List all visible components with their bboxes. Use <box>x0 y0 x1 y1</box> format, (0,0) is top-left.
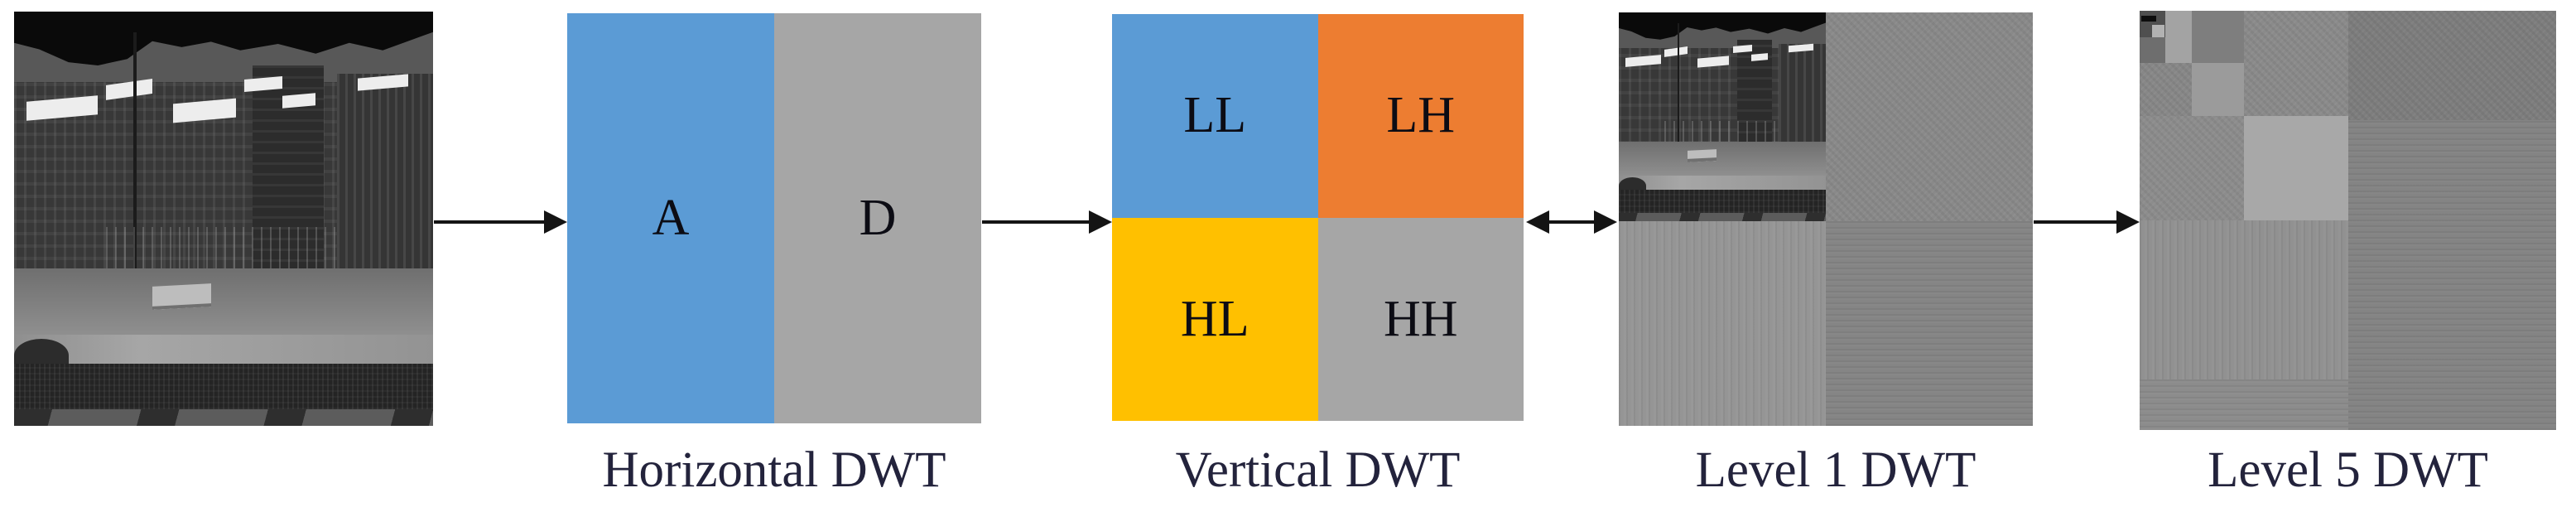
horizontal-dwt-box: A D <box>567 13 981 423</box>
infrared-scene <box>14 12 433 426</box>
level5-dwt-image <box>2140 11 2556 430</box>
l5-ll5-light-dot <box>2152 25 2165 38</box>
ll-quadrant: LL <box>1112 14 1318 218</box>
hl-label: HL <box>1180 290 1249 347</box>
arrow-double-icon <box>1526 210 1617 234</box>
l5-band2-light-column <box>2165 11 2192 64</box>
l5-band3-bottom-right <box>2191 63 2244 116</box>
l5-band4-bottom-right <box>2243 115 2348 220</box>
level1-approximation-thumbnail <box>1619 12 1826 221</box>
vertical-dwt-caption: Vertical DWT <box>1175 442 1461 498</box>
arrow-right-icon <box>434 210 567 234</box>
l1-detail-bottom-left <box>1619 220 1826 426</box>
hh-label: HH <box>1383 290 1458 347</box>
hh-quadrant: HH <box>1317 217 1524 421</box>
detail-panel: D <box>774 13 981 423</box>
approximation-panel: A <box>567 13 774 423</box>
l5-right-top-speckle <box>2347 11 2556 120</box>
l5-bottom-left-base <box>2140 379 2348 430</box>
horizontal-dwt-caption: Horizontal DWT <box>602 442 946 498</box>
approximation-label: A <box>652 190 690 246</box>
l5-band2-dark-block <box>2140 36 2166 64</box>
level1-dwt-caption: Level 1 DWT <box>1695 442 1977 498</box>
level1-dwt-image <box>1619 12 2033 426</box>
input-image <box>14 12 433 426</box>
l5-band4-top-right <box>2243 11 2348 116</box>
l1-detail-bottom-right <box>1826 220 2033 426</box>
lh-quadrant: LH <box>1317 14 1524 218</box>
arrow-right-icon <box>2034 210 2140 234</box>
l5-ll5-black-dash <box>2141 16 2157 22</box>
level5-dwt-caption: Level 5 DWT <box>2208 442 2488 498</box>
l5-band3-bottom-left <box>2140 63 2192 116</box>
l5-band3-top-right <box>2191 11 2244 64</box>
l5-band4-bottom-left <box>2140 115 2244 220</box>
lh-label: LH <box>1386 87 1456 144</box>
arrow-right-icon <box>982 210 1112 234</box>
vertical-dwt-box: LL LH HL HH <box>1112 14 1524 421</box>
ll-label: LL <box>1183 87 1247 144</box>
l1-detail-top-right <box>1826 12 2033 221</box>
detail-label: D <box>859 190 897 246</box>
hl-quadrant: HL <box>1112 217 1318 421</box>
infrared-scene <box>1619 12 1826 221</box>
